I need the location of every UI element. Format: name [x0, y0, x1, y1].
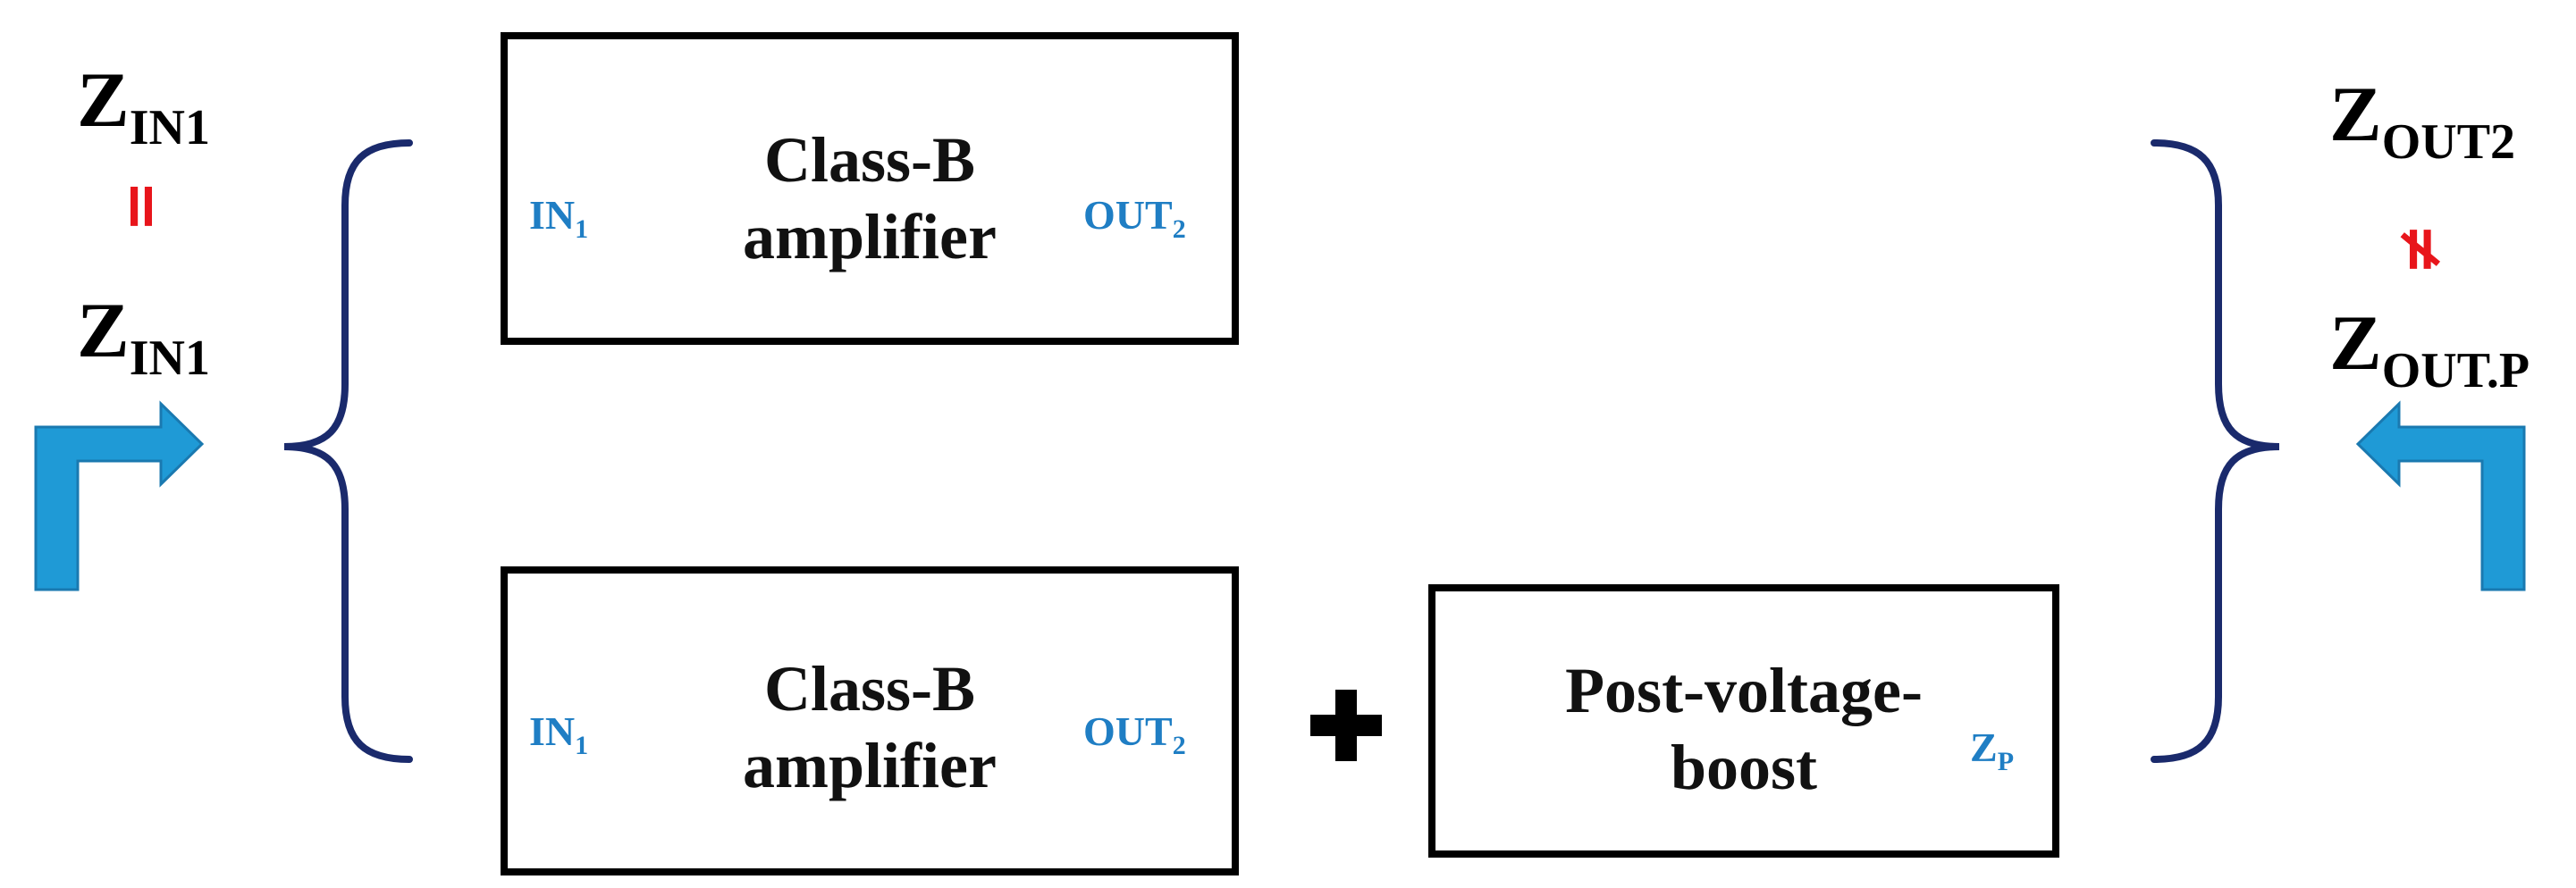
class-b-amplifier-block-bottom: Class-B amplifier IN1 OUT2	[501, 566, 1239, 875]
input-port-label: IN1	[529, 708, 589, 760]
output-port-label: OUT2	[1083, 192, 1186, 244]
left-impedance-top: ZIN1	[77, 57, 210, 155]
post-voltage-boost-block: Post-voltage- boost ZP	[1428, 584, 2059, 858]
right-impedance-bottom: ZOUT.P	[2329, 300, 2530, 398]
right-curly-brace	[2151, 139, 2280, 763]
left-impedance-bottom: ZIN1	[77, 288, 210, 386]
bent-arrow-left-icon	[2355, 400, 2526, 591]
zp-port-label: ZP	[1970, 725, 2015, 776]
class-b-amplifier-block-top: Class-B amplifier IN1 OUT2	[501, 32, 1239, 345]
not-equal-symbol: ≠	[2386, 222, 2459, 276]
output-port-label: OUT2	[1083, 708, 1186, 760]
right-impedance-top: ZOUT2	[2329, 71, 2516, 170]
left-curly-brace	[283, 139, 413, 763]
input-port-label: IN1	[529, 192, 589, 244]
bent-arrow-right-icon	[34, 400, 205, 591]
block-title: Class-B amplifier	[743, 124, 997, 272]
plus-icon	[1310, 690, 1382, 761]
block-title: Class-B amplifier	[743, 653, 997, 801]
block-title: Post-voltage- boost	[1565, 655, 1923, 803]
equals-symbol: =	[106, 180, 180, 233]
